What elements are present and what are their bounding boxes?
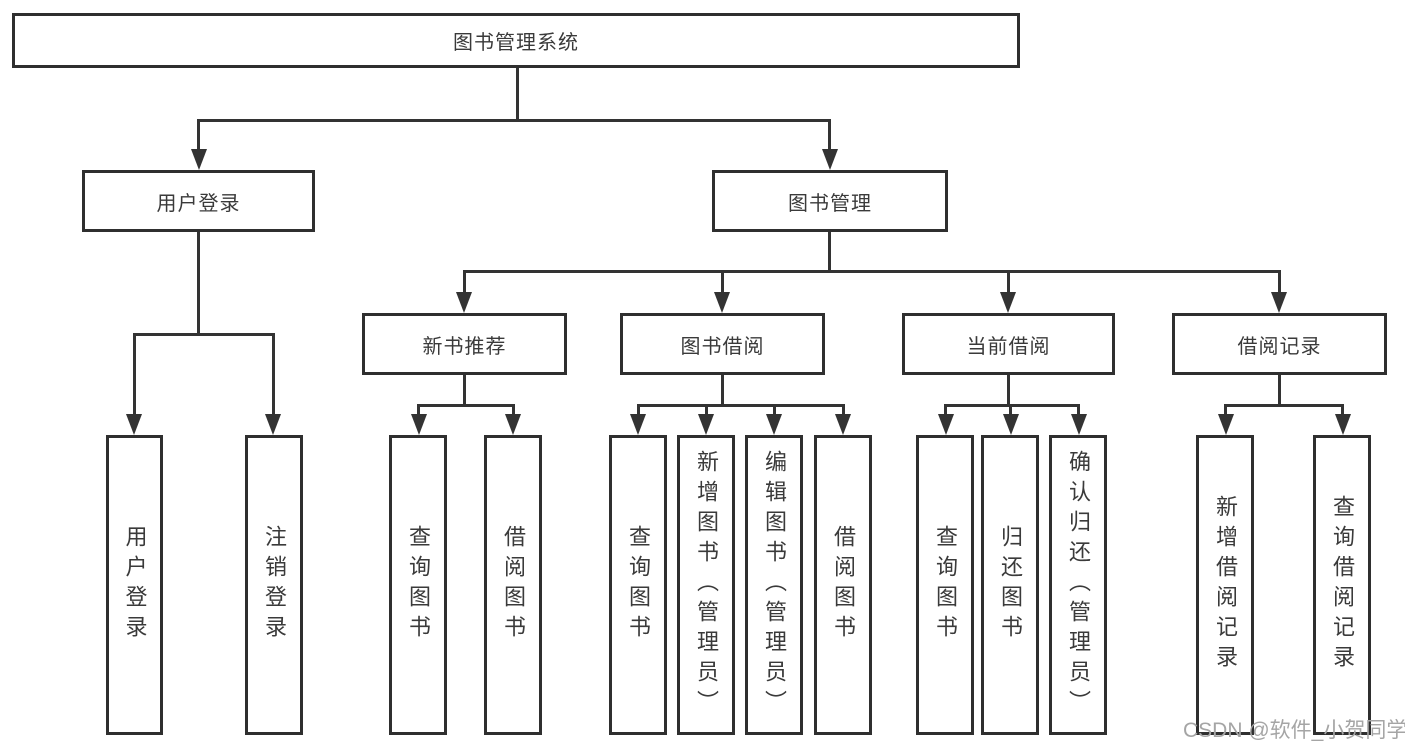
node-bb-add-books-admin: 新增图书（管理员） xyxy=(677,435,735,735)
node-bb-add-books-admin-label: 新增图书（管理员） xyxy=(694,450,719,720)
node-root-label: 图书管理系统 xyxy=(453,32,579,54)
node-br-add-record: 新增借阅记录 xyxy=(1196,435,1254,735)
connector-drop-cb-return xyxy=(1009,404,1012,416)
connector-drop-login-leaf xyxy=(133,333,136,415)
connector-root-hbar xyxy=(197,119,831,122)
node-cb-query-books: 查询图书 xyxy=(916,435,974,735)
connector-drop-new-book-rec xyxy=(463,270,466,293)
connector-drop-br-add xyxy=(1224,404,1227,416)
connector-user-login-hbar xyxy=(133,333,275,336)
arrowhead-borrow-records xyxy=(1271,292,1287,313)
connector-new-book-rec-stub xyxy=(463,375,466,407)
arrowhead-br-add xyxy=(1218,414,1234,435)
node-root: 图书管理系统 xyxy=(12,13,1020,68)
node-nb-query-books-label: 查询图书 xyxy=(406,525,431,645)
arrowhead-cb-confirm xyxy=(1071,414,1087,435)
connector-drop-cb-confirm xyxy=(1077,404,1080,416)
node-bb-borrow-books-label: 借阅图书 xyxy=(831,525,856,645)
node-cb-query-books-label: 查询图书 xyxy=(933,525,958,645)
arrowhead-bb-borrow xyxy=(835,414,851,435)
node-new-book-rec-label: 新书推荐 xyxy=(422,335,507,358)
arrowhead-bb-query xyxy=(630,414,646,435)
connector-drop-book-mgmt xyxy=(828,119,831,151)
connector-drop-bb-borrow xyxy=(842,404,845,416)
node-bb-borrow-books: 借阅图书 xyxy=(814,435,872,735)
node-br-add-record-label: 新增借阅记录 xyxy=(1213,495,1238,675)
connector-book-borrow-hbar xyxy=(637,404,845,407)
connector-book-mgmt-stub xyxy=(828,232,831,272)
node-bb-query-books-label: 查询图书 xyxy=(626,525,651,645)
connector-drop-bb-add xyxy=(705,404,708,416)
arrowhead-nb-borrow xyxy=(505,414,521,435)
arrowhead-nb-query xyxy=(411,414,427,435)
node-nb-borrow-books-label: 借阅图书 xyxy=(501,525,526,645)
arrowhead-new-book-rec xyxy=(456,292,472,313)
connector-drop-user-login xyxy=(197,119,200,151)
node-br-query-record: 查询借阅记录 xyxy=(1313,435,1371,735)
connector-drop-bb-query xyxy=(637,404,640,416)
node-book-mgmt-label: 图书管理 xyxy=(788,192,872,215)
connector-drop-current-borrow xyxy=(1007,270,1010,293)
connector-new-book-rec-hbar xyxy=(417,404,515,407)
arrowhead-login-leaf xyxy=(126,414,142,435)
node-user-login-leaf: 用户登录 xyxy=(106,435,163,735)
node-current-borrow-label: 当前借阅 xyxy=(966,335,1051,358)
connector-drop-br-query xyxy=(1341,404,1344,416)
connector-drop-borrow-records xyxy=(1278,270,1281,293)
node-cb-return-books-label: 归还图书 xyxy=(998,525,1023,645)
node-user-login-leaf-label: 用户登录 xyxy=(122,525,148,645)
arrowhead-book-mgmt xyxy=(822,149,838,170)
connector-drop-cb-query xyxy=(944,404,947,416)
connector-current-borrow-hbar xyxy=(944,404,1080,407)
node-bb-query-books: 查询图书 xyxy=(609,435,667,735)
arrowhead-current-borrow xyxy=(1000,292,1016,313)
node-book-borrow: 图书借阅 xyxy=(620,313,825,375)
csdn-watermark: CSDN @软件_小贺同学 xyxy=(1183,719,1405,742)
arrowhead-bb-edit xyxy=(766,414,782,435)
node-cb-confirm-return-admin: 确认归还（管理员） xyxy=(1049,435,1107,735)
arrowhead-book-borrow xyxy=(714,292,730,313)
node-br-query-record-label: 查询借阅记录 xyxy=(1330,495,1355,675)
node-cb-confirm-return-admin-label: 确认归还（管理员） xyxy=(1066,450,1091,720)
arrowhead-user-login xyxy=(191,149,207,170)
connector-book-mgmt-hbar xyxy=(463,270,1281,273)
node-user-login: 用户登录 xyxy=(82,170,315,232)
connector-current-borrow-stub xyxy=(1007,375,1010,407)
node-borrow-records: 借阅记录 xyxy=(1172,313,1387,375)
connector-borrow-records-hbar xyxy=(1224,404,1344,407)
node-user-login-label: 用户登录 xyxy=(156,192,241,215)
arrowhead-cb-return xyxy=(1003,414,1019,435)
arrowhead-cb-query xyxy=(938,414,954,435)
connector-drop-bb-edit xyxy=(773,404,776,416)
arrowhead-logout-leaf xyxy=(265,414,281,435)
connector-book-borrow-stub xyxy=(721,375,724,407)
arrowhead-bb-add xyxy=(698,414,714,435)
node-nb-borrow-books: 借阅图书 xyxy=(484,435,542,735)
connector-drop-nb-borrow xyxy=(512,404,515,416)
node-new-book-rec: 新书推荐 xyxy=(362,313,567,375)
node-book-mgmt: 图书管理 xyxy=(712,170,948,232)
node-bb-edit-books-admin-label: 编辑图书（管理员） xyxy=(762,450,787,720)
node-nb-query-books: 查询图书 xyxy=(389,435,447,735)
arrowhead-br-query xyxy=(1335,414,1351,435)
node-logout-leaf: 注销登录 xyxy=(245,435,303,735)
node-cb-return-books: 归还图书 xyxy=(981,435,1039,735)
connector-borrow-records-stub xyxy=(1278,375,1281,407)
node-logout-leaf-label: 注销登录 xyxy=(262,525,287,645)
node-current-borrow: 当前借阅 xyxy=(902,313,1115,375)
connector-user-login-stub xyxy=(197,232,200,335)
node-bb-edit-books-admin: 编辑图书（管理员） xyxy=(745,435,803,735)
node-book-borrow-label: 图书借阅 xyxy=(680,335,765,358)
node-borrow-records-label: 借阅记录 xyxy=(1237,335,1322,358)
connector-drop-logout-leaf xyxy=(272,333,275,415)
connector-drop-book-borrow xyxy=(721,270,724,293)
connector-drop-nb-query xyxy=(417,404,420,416)
connector-root-stub xyxy=(516,68,519,121)
